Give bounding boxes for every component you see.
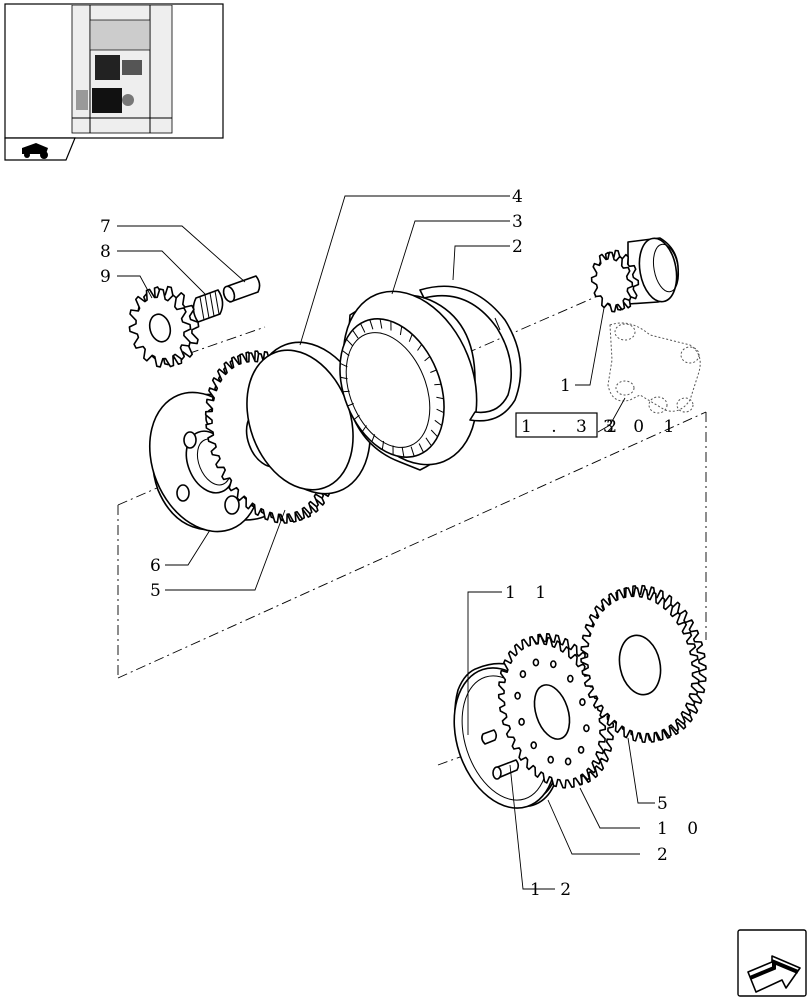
callout-10: 1 0 (657, 819, 705, 839)
location-thumbnail[interactable] (4, 3, 224, 161)
cross-reference[interactable]: 1 . 3 2 3 0 1 (515, 412, 681, 438)
callout-5-lower: 5 (657, 794, 675, 814)
planet-gear-part-9 (128, 285, 200, 368)
sun-gear-part-1 (590, 237, 680, 313)
callout-labels: 7 8 9 4 3 2 1 6 5 1 1 5 1 0 2 1 2 (100, 187, 705, 900)
reference-suffix-text: 3 0 1 (603, 417, 681, 437)
thumbnail-drawing (71, 5, 173, 134)
ring-gear-part-3 (339, 290, 478, 471)
carrier-gear-part-10 (497, 633, 615, 789)
callout-4: 4 (512, 187, 530, 207)
callout-2-lower: 2 (657, 845, 675, 865)
next-page-arrow-icon[interactable] (737, 929, 807, 997)
reference-box-text[interactable]: 1 . 3 2 (521, 417, 624, 437)
leader-lines (117, 195, 655, 890)
callout-12: 1 2 (530, 880, 578, 900)
callout-7: 7 (100, 217, 118, 237)
callout-3: 3 (512, 212, 530, 232)
callout-9: 9 (100, 267, 118, 287)
callout-1: 1 (560, 376, 578, 396)
tractor-icon (4, 137, 76, 161)
needle-bearing-part-8 (192, 289, 224, 323)
callout-2-upper: 2 (512, 237, 530, 257)
callout-11: 1 1 (505, 583, 553, 603)
snap-ring-part-2-upper (419, 285, 522, 422)
pin-part-11 (481, 729, 498, 745)
callout-5-upper: 5 (150, 581, 168, 601)
gear-part-5-lower (580, 584, 707, 743)
callout-6: 6 (150, 556, 168, 576)
reference-box[interactable] (515, 412, 598, 438)
bolt-part-12 (492, 759, 520, 780)
callout-8: 8 (100, 242, 118, 262)
pin-part-7 (222, 275, 261, 303)
reference-bracket (607, 322, 701, 414)
